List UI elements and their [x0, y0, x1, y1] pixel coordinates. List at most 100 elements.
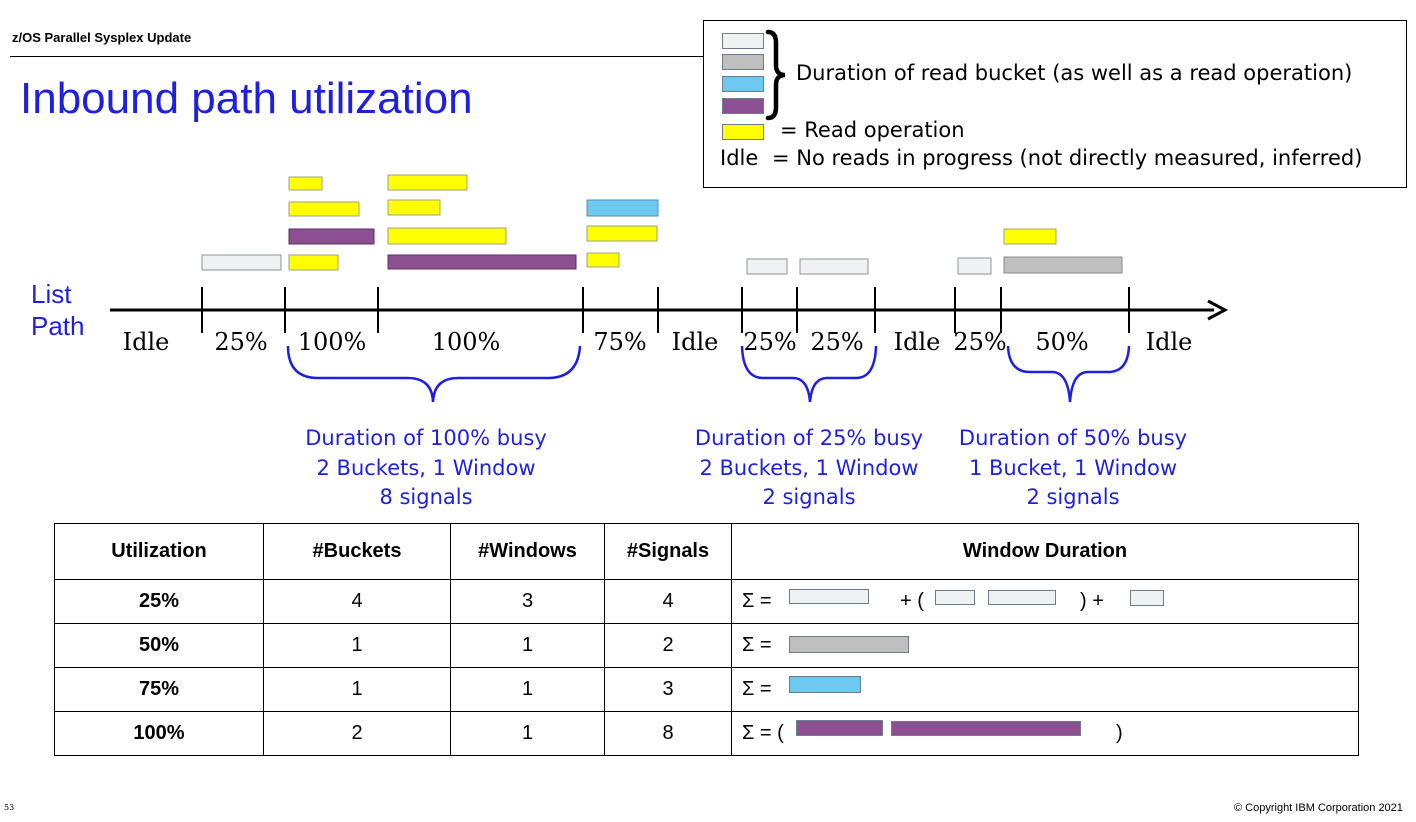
empty-bucket-bar	[957, 257, 992, 275]
read-operation-bar	[288, 254, 339, 271]
timeline-segment-label: 100%	[297, 328, 367, 356]
brace-50-busy-icon	[1006, 345, 1131, 403]
utilization-table: Utilization #Buckets #Windows #Signals W…	[54, 523, 1359, 756]
buckets-cell: 4	[263, 579, 451, 624]
busy-group-line: Duration of 50% busy	[958, 426, 1188, 450]
legend-gray-bucket-swatch	[722, 54, 764, 70]
read-operation-bar	[586, 225, 658, 242]
timeline-segment-label: 25%	[214, 328, 268, 356]
signals-cell: 3	[604, 667, 732, 712]
copyright: © Copyright IBM Corporation 2021	[1234, 802, 1403, 814]
legend-bucket-text: Duration of read bucket (as well as a re…	[796, 61, 1353, 85]
utilization-cell: 75%	[54, 667, 264, 712]
brace-25-busy-icon	[740, 345, 878, 403]
timeline-segment-label: 25%	[743, 328, 797, 356]
blue-bucket-bar	[789, 676, 861, 693]
page-title: Inbound path utilization	[20, 74, 473, 123]
gray-bucket-bar	[1003, 256, 1123, 274]
table-header-row: Utilization #Buckets #Windows #Signals W…	[54, 523, 1359, 580]
sum-plus-open: + (	[900, 590, 924, 612]
column-header: Window Duration	[731, 523, 1359, 580]
legend-read-text: = Read operation	[780, 118, 965, 142]
empty-bucket-bar	[988, 590, 1056, 605]
brace-100-busy-icon	[286, 345, 582, 403]
read-operation-bar	[586, 252, 620, 268]
busy-group-line: Duration of 100% busy	[305, 426, 547, 450]
timeline-arrow-icon	[1207, 299, 1229, 321]
empty-bucket-bar	[746, 258, 788, 275]
busy-group-line: 8 signals	[379, 485, 473, 509]
timeline-segment-label: 75%	[593, 328, 647, 356]
read-operation-bar	[288, 176, 323, 191]
windows-cell: 1	[450, 667, 605, 712]
read-operation-bar	[387, 174, 468, 191]
legend-purple-bucket-swatch	[722, 98, 764, 114]
utilization-cell: 50%	[54, 623, 264, 668]
timeline-segment-label: Idle	[671, 328, 719, 356]
busy-group-25: Duration of 25% busy 2 Buckets, 1 Window…	[695, 424, 923, 513]
legend-empty-bucket-swatch	[722, 33, 764, 49]
timeline-segment-label: 100%	[431, 328, 501, 356]
window-duration-cell: Σ =	[731, 623, 1359, 668]
legend-idle-key: Idle	[720, 146, 759, 170]
busy-group-line: 2 Buckets, 1 Window	[316, 455, 536, 480]
blue-bucket-bar	[586, 199, 659, 217]
busy-group-line: 2 signals	[1026, 485, 1120, 509]
legend-blue-bucket-swatch	[722, 76, 764, 92]
legend-box: Duration of read bucket (as well as a re…	[703, 20, 1407, 188]
busy-group-line: 1 Bucket, 1 Window	[968, 455, 1178, 480]
sum-close: )	[1116, 722, 1123, 744]
busy-group-line: 2 Buckets, 1 Window	[699, 455, 919, 480]
empty-bucket-bar	[935, 590, 975, 605]
column-header: #Windows	[450, 523, 605, 580]
legend-idle-text: = No reads in progress (not directly mea…	[772, 146, 1363, 170]
windows-cell: 1	[450, 711, 605, 756]
page-number: 53	[4, 803, 15, 812]
column-header: #Buckets	[263, 523, 451, 580]
timeline-segment-label: 25%	[953, 328, 1007, 356]
busy-group-line: Duration of 25% busy	[694, 426, 924, 450]
window-duration-cell: Σ = + ( ) +	[731, 579, 1359, 624]
timeline-segment-label: Idle	[893, 328, 941, 356]
purple-bucket-bar	[387, 254, 577, 270]
buckets-cell: 2	[263, 711, 451, 756]
sum-prefix: Σ =	[742, 634, 772, 656]
empty-bucket-bar	[1130, 590, 1164, 606]
buckets-cell: 1	[263, 667, 451, 712]
buckets-cell: 1	[263, 623, 451, 668]
sum-prefix: Σ =	[742, 590, 772, 612]
read-operation-bar	[288, 201, 360, 217]
column-header: #Signals	[604, 523, 732, 580]
header-divider	[10, 56, 704, 57]
column-header: Utilization	[54, 523, 264, 580]
timeline-segment-label: Idle	[122, 328, 170, 356]
sum-close-plus: ) +	[1080, 590, 1104, 612]
signals-cell: 4	[604, 579, 732, 624]
purple-bucket-bar	[288, 228, 375, 245]
sum-prefix: Σ = (	[742, 722, 784, 744]
table-row: 25% 4 3 4 Σ = + ( ) +	[54, 579, 1359, 624]
window-duration-cell: Σ = ( )	[731, 711, 1359, 756]
busy-group-line: 2 signals	[762, 485, 856, 509]
read-operation-bar	[387, 199, 441, 216]
read-operation-bar	[1003, 228, 1057, 245]
timeline-segment-label: Idle	[1145, 328, 1193, 356]
signals-cell: 8	[604, 711, 732, 756]
gray-bucket-bar	[789, 636, 909, 653]
empty-bucket-bar	[799, 258, 869, 275]
table-row: 100% 2 1 8 Σ = ( )	[54, 711, 1359, 756]
sum-prefix: Σ =	[742, 678, 772, 700]
purple-bucket-bar	[891, 721, 1081, 736]
table-row: 75% 1 1 3 Σ =	[54, 667, 1359, 712]
timeline-segment-label: 25%	[810, 328, 864, 356]
empty-bucket-bar	[789, 589, 869, 604]
utilization-cell: 25%	[54, 579, 264, 624]
list-path-label-line: Path	[31, 311, 85, 341]
list-path-label: List Path	[31, 278, 85, 342]
list-path-label-line: List	[31, 279, 72, 309]
legend-read-operation-swatch	[722, 124, 764, 140]
table-row: 50% 1 1 2 Σ =	[54, 623, 1359, 668]
window-duration-cell: Σ =	[731, 667, 1359, 712]
windows-cell: 1	[450, 623, 605, 668]
legend-brace-icon	[765, 29, 786, 121]
